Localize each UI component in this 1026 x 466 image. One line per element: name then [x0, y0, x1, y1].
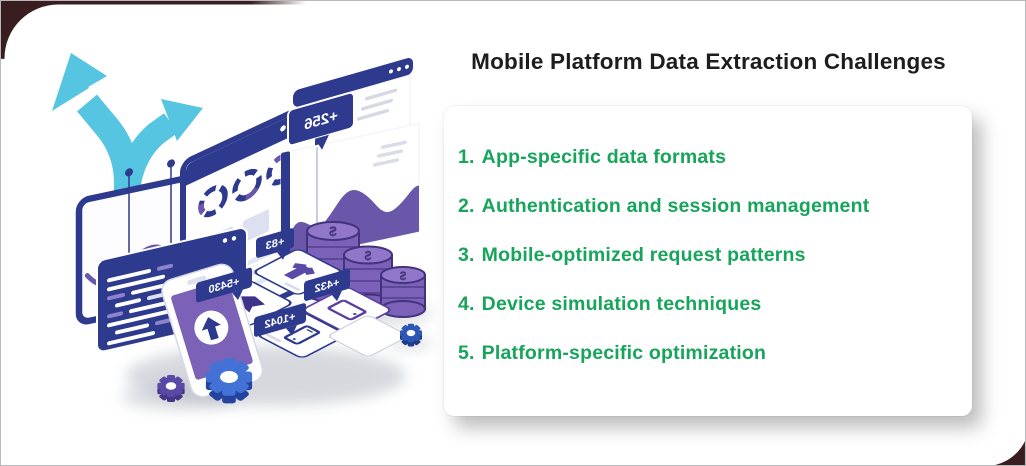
challenge-item: 3. Mobile-optimized request patterns	[458, 244, 962, 274]
page-title: Mobile Platform Data Extraction Challeng…	[471, 49, 946, 74]
svg-text:$: $	[329, 223, 337, 239]
item-number: 4.	[458, 293, 475, 315]
data-extraction-illustration: +256 $ $ $	[52, 53, 433, 410]
challenge-item: 1. App-specific data formats	[458, 146, 962, 176]
upload-arrow-icon	[201, 317, 221, 341]
count-badge-1042: +1042	[254, 303, 306, 337]
item-label: Platform-specific optimization	[481, 342, 767, 364]
gear-icon	[157, 375, 185, 402]
item-number: 1.	[458, 146, 475, 168]
svg-text:$: $	[364, 248, 372, 263]
count-badge-83: +83	[256, 228, 294, 260]
challenge-item: 2. Authentication and session management	[458, 195, 962, 225]
item-label: Device simulation techniques	[481, 293, 762, 315]
item-number: 2.	[458, 195, 475, 217]
challenges-card: 1. App-specific data formats 2. Authenti…	[444, 106, 972, 416]
item-label: App-specific data formats	[481, 146, 727, 168]
svg-text:+83: +83	[266, 236, 285, 253]
svg-text:$: $	[399, 269, 406, 283]
growth-arrow-icon	[52, 53, 203, 237]
count-badge-256: +256	[287, 91, 355, 150]
item-number: 3.	[458, 244, 475, 266]
challenge-item: 4. Device simulation techniques	[458, 293, 962, 323]
item-number: 5.	[458, 342, 475, 364]
tile-blank	[328, 315, 408, 357]
count-badge-5430: +5430	[196, 267, 252, 303]
count-badge-432: +432	[304, 269, 350, 302]
frame-corner-bottom-right	[995, 441, 1025, 465]
gear-icon	[400, 323, 422, 347]
item-label: Mobile-optimized request patterns	[481, 244, 806, 266]
challenge-item: 5. Platform-specific optimization	[458, 342, 962, 372]
coin-stack: $	[380, 266, 426, 318]
gear-icon	[205, 358, 253, 404]
item-label: Authentication and session management	[481, 195, 870, 217]
